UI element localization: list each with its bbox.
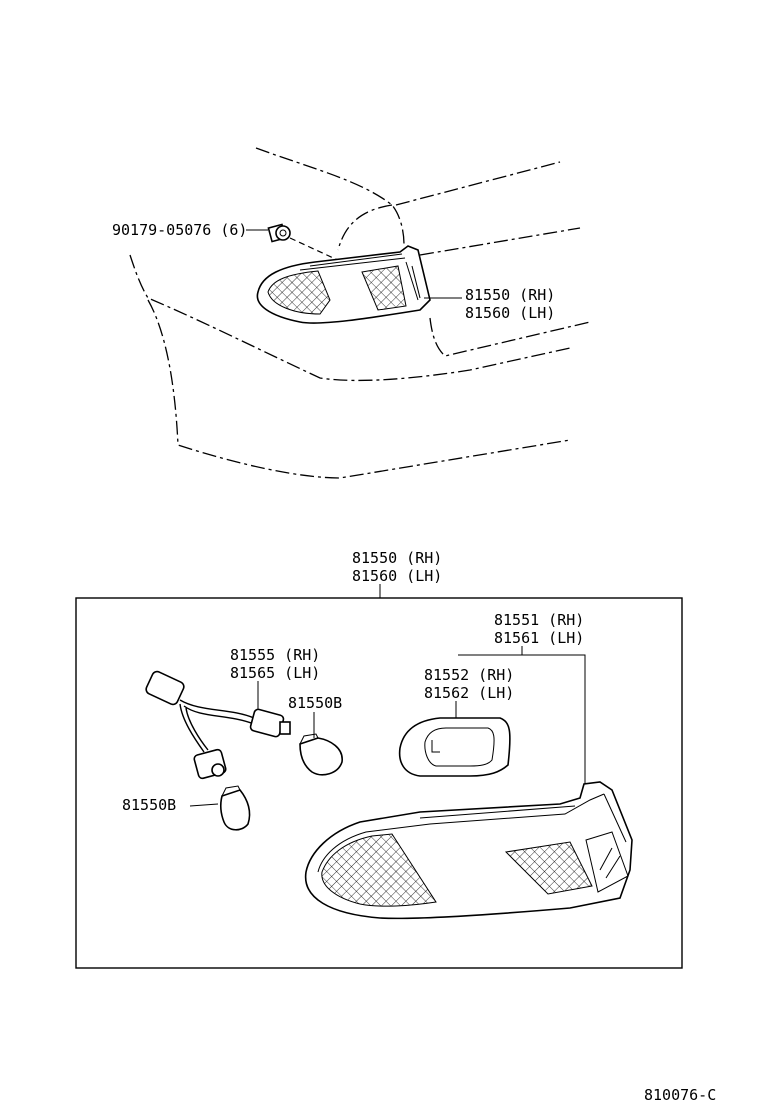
socket-label-rh: 81555 (RH) xyxy=(230,646,320,664)
vehicle-body-outline xyxy=(129,147,591,479)
lens-label-lh: 81561 (LH) xyxy=(494,629,584,647)
top-lamp-assembly xyxy=(256,245,431,324)
bulb-label-b: 81550B xyxy=(122,796,176,814)
bulb-a-part xyxy=(299,733,343,776)
bulb-leader-b xyxy=(189,803,219,807)
lens-label-rh: 81551 (RH) xyxy=(494,611,584,629)
bolt-part xyxy=(267,223,343,263)
gasket-label-lh: 81562 (LH) xyxy=(424,684,514,702)
gasket-label-rh: 81552 (RH) xyxy=(424,666,514,684)
gasket-part xyxy=(398,717,511,777)
socket-label-lh: 81565 (LH) xyxy=(230,664,320,682)
bolt-label: 90179-05076 (6) xyxy=(112,221,247,239)
box-title-rh: 81550 (RH) xyxy=(352,549,442,567)
bulb-b-part xyxy=(219,785,251,831)
bulb-label-a: 81550B xyxy=(288,694,342,712)
top-lamp-label-rh: 81550 (RH) xyxy=(465,286,555,304)
lens-leader xyxy=(521,646,586,785)
lens-part xyxy=(304,781,633,920)
top-lamp-label-lh: 81560 (LH) xyxy=(465,304,555,322)
box-title-lh: 81560 (LH) xyxy=(352,567,442,585)
socket-wire-part xyxy=(145,670,291,780)
exploded-view-box xyxy=(75,597,683,969)
diagram-id: 810076-C xyxy=(644,1086,716,1104)
